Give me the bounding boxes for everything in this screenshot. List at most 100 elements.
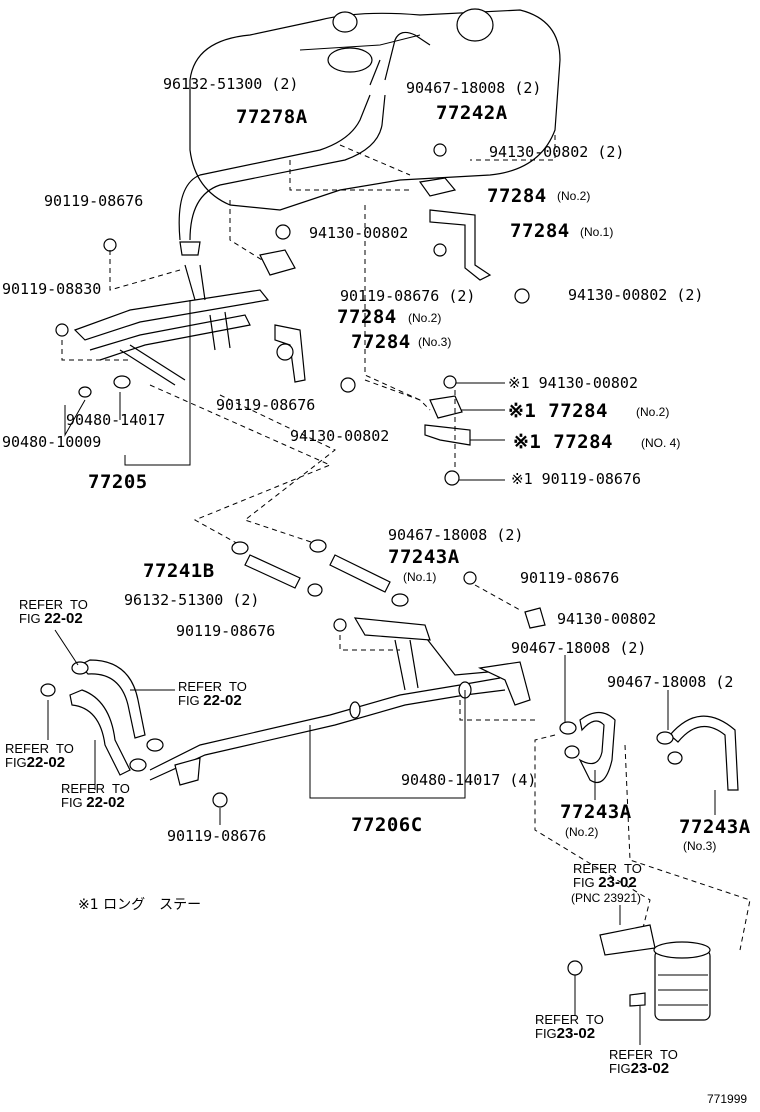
clamp-no2-upper (418, 177, 457, 197)
label-90119-08676-mid: 90119-08676 (216, 396, 316, 414)
label-77284-no2-upper-suffix: (No.2) (557, 189, 591, 203)
hose-left-upper (79, 659, 146, 739)
label-77243a-no2: 77243A (560, 801, 632, 823)
clip-filter-2 (564, 745, 580, 759)
label-96132-51300-upper: 96132-51300 (2) (163, 75, 299, 93)
label-77206c: 77206C (351, 814, 423, 836)
drawing-number: 771999 (707, 1092, 748, 1106)
label-90119-08676-left: 90119-08676 (44, 192, 144, 210)
label-77243a-no1-suffix: (No.1) (403, 570, 437, 584)
pipe-end-left-1 (129, 758, 147, 772)
label-77284-no1: 77284 (510, 220, 570, 242)
label-77242a: 77242A (436, 102, 508, 124)
label-note1-90119-08676: ※1 90119-08676 (511, 470, 641, 488)
clip-left-1 (71, 661, 89, 675)
label-90119-08676-2: 90119-08676 (2) (340, 287, 476, 305)
bolt-upper-1 (433, 243, 447, 257)
tank-filler-neck (332, 11, 358, 33)
pipe-bracket-left (174, 757, 201, 786)
fuel-filter-body (654, 949, 711, 1021)
label-77241b: 77241B (143, 560, 215, 582)
stay-no4 (424, 424, 471, 446)
nut-stay-1 (443, 375, 457, 389)
clip-left-2 (40, 683, 56, 697)
label-note1-94130-00802: ※1 94130-00802 (508, 374, 638, 392)
label-77205: 77205 (88, 471, 148, 493)
label-90480-14017-4: 90480-14017 (4) (401, 771, 537, 789)
bolt-stay-1 (444, 470, 460, 486)
clip-filter-1 (559, 721, 577, 735)
label-note1-77284-no4: ※1 77284 (513, 431, 613, 453)
bolt-left-2 (55, 323, 69, 337)
label-90119-08676-bottom: 90119-08676 (167, 827, 267, 845)
pipe-bracket-upper (353, 617, 431, 641)
hose-left-lower (69, 689, 131, 776)
tank-sender-unit (456, 8, 494, 42)
label-90467-18008-mid: 90467-18008 (2) (388, 526, 524, 544)
label-90480-10009: 90480-10009 (2, 433, 102, 451)
clamp-no2-mid (259, 249, 296, 276)
nut-mid-2 (340, 377, 356, 393)
label-pnc-23921: (PNC 23921) (571, 891, 642, 905)
label-90119-08830: 90119-08830 (2, 280, 102, 298)
bolt-mid-1 (276, 343, 294, 361)
label-94130-00802-2-right: 94130-00802 (2) (568, 286, 704, 304)
bracket-no3 (274, 324, 306, 383)
label-77284-no3-suffix: (No.3) (418, 335, 452, 349)
pipe-end-left-2 (146, 738, 164, 752)
nut-mid-1 (275, 224, 291, 240)
bolt-left-1 (103, 238, 117, 252)
label-77243a-no1: 77243A (388, 546, 460, 568)
label-note1-77284-no2: ※1 77284 (508, 400, 608, 422)
label-94130-00802-right: 94130-00802 (557, 610, 657, 628)
label-77284-no2-mid: 77284 (337, 306, 397, 328)
label-77284-no3: 77284 (351, 331, 411, 353)
label-note1-77284-no4-suffix: (NO. 4) (641, 436, 681, 450)
label-96132-51300-mid: 96132-51300 (2) (124, 591, 260, 609)
clip-top-left (179, 241, 201, 256)
label-90467-18008-filter-1: 90467-18008 (2) (511, 639, 647, 657)
clip-mid-3 (307, 583, 323, 597)
tank-cap (327, 47, 373, 73)
pipe-joint-b (113, 375, 131, 389)
label-77243a-no2-suffix: (No.2) (565, 825, 599, 839)
pipe-joint-center (349, 701, 361, 719)
label-77278a: 77278A (236, 106, 308, 128)
label-90480-14017: 90480-14017 (66, 411, 166, 429)
bolt-mid-2 (333, 618, 347, 632)
hose-77243a-no3 (669, 715, 739, 791)
clip-mid-4 (391, 593, 409, 607)
label-94130-00802-lower: 94130-00802 (290, 427, 390, 445)
bolt-lower-left (212, 792, 228, 808)
hose-77241b (244, 554, 301, 589)
label-77284-no1-suffix: (No.1) (580, 225, 614, 239)
pipe-joint-a (78, 386, 92, 398)
nut-upper-2 (514, 288, 530, 304)
clip-mid-2 (309, 539, 327, 553)
bolt-filter (567, 960, 583, 976)
clip-filter-4 (667, 751, 683, 765)
hose-77243a-no1 (329, 554, 391, 593)
label-90467-18008-filter-2: 90467-18008 (2 (607, 673, 734, 691)
nut-filter (629, 992, 646, 1007)
pipe-bracket-right (477, 661, 531, 706)
label-94130-00802-mid: 94130-00802 (309, 224, 409, 242)
nut-mid-3 (524, 607, 546, 629)
label-77243a-no3-suffix: (No.3) (683, 839, 717, 853)
label-77284-no2-mid-suffix: (No.2) (408, 311, 442, 325)
clip-filter-3 (656, 731, 674, 745)
label-90119-08676-center: 90119-08676 (176, 622, 276, 640)
nut-upper-1 (433, 143, 447, 157)
label-90119-08676-right-mid: 90119-08676 (520, 569, 620, 587)
hose-77243a-no2 (578, 711, 616, 784)
clamp-stay-no2 (429, 395, 463, 419)
